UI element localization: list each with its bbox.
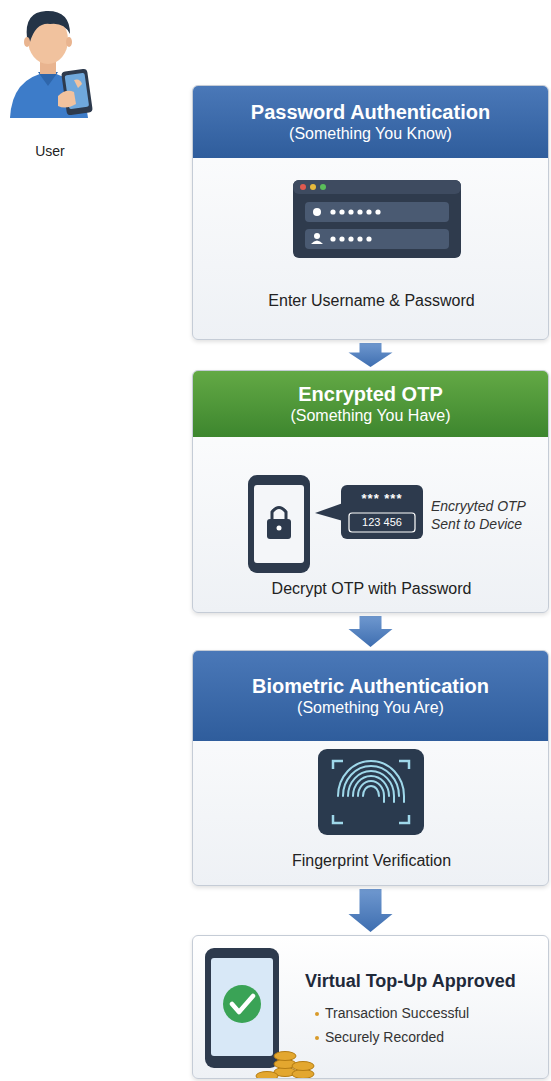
step-header: Biometric Authentication(Something You A… — [193, 651, 548, 741]
factor-subtitle: (Something You Have) — [290, 406, 450, 426]
step-card: Biometric Authentication(Something You A… — [192, 650, 549, 886]
step-header: Password Authentication(Something You Kn… — [193, 86, 548, 158]
step-text: Securely Recorded — [325, 1028, 545, 1046]
text-holder: Virtual Top-Up Approved — [305, 970, 545, 992]
text-holder: Enter Username & Password — [193, 291, 549, 311]
text-holder: Securely Recorded — [325, 1028, 545, 1046]
text-holder: Transaction Successful — [325, 1004, 545, 1022]
step-text: Transaction Successful — [325, 1004, 545, 1022]
step-header: Encrypted OTP(Something You Have) — [193, 371, 548, 437]
actor-label-text: User — [20, 142, 80, 160]
flow-arrow — [349, 616, 393, 647]
otp-text: *** *** — [341, 491, 423, 506]
step-title: Password Authentication — [251, 100, 490, 124]
step-title: Encrypted OTP — [298, 382, 442, 406]
factor-subtitle: (Something You Are) — [297, 698, 444, 718]
text-holder: Decrypt OTP with Password — [193, 579, 549, 599]
step-text: Decrypt OTP with Password — [193, 579, 549, 599]
actor-label: User — [20, 142, 80, 160]
flow-arrow — [349, 343, 393, 367]
flow-arrow — [349, 889, 393, 932]
step-text: Encryyted OTP Sent to Device — [431, 497, 547, 533]
text-holder: Encryyted OTP Sent to Device — [431, 497, 547, 533]
step-text: Virtual Top-Up Approved — [305, 970, 545, 992]
otp-code: 123 456 — [349, 515, 415, 530]
step-title: Biometric Authentication — [252, 674, 489, 698]
bullet-dot — [315, 1036, 319, 1040]
otp-code: *** *** — [341, 491, 423, 506]
text-holder: Fingerprint Verification — [193, 851, 549, 871]
result-card: Virtual Top-Up ApprovedTransaction Succe… — [192, 935, 549, 1079]
step-card: Password Authentication(Something You Kn… — [192, 85, 549, 340]
factor-subtitle: (Something You Know) — [289, 124, 452, 144]
step-card: Encrypted OTP(Something You Have) Encryyt… — [192, 370, 549, 613]
otp-text: 123 456 — [349, 515, 415, 530]
step-text: Fingerprint Verification — [193, 851, 549, 871]
bullet-dot — [315, 1012, 319, 1016]
user-illustration — [0, 0, 110, 150]
step-text: Enter Username & Password — [193, 291, 549, 311]
